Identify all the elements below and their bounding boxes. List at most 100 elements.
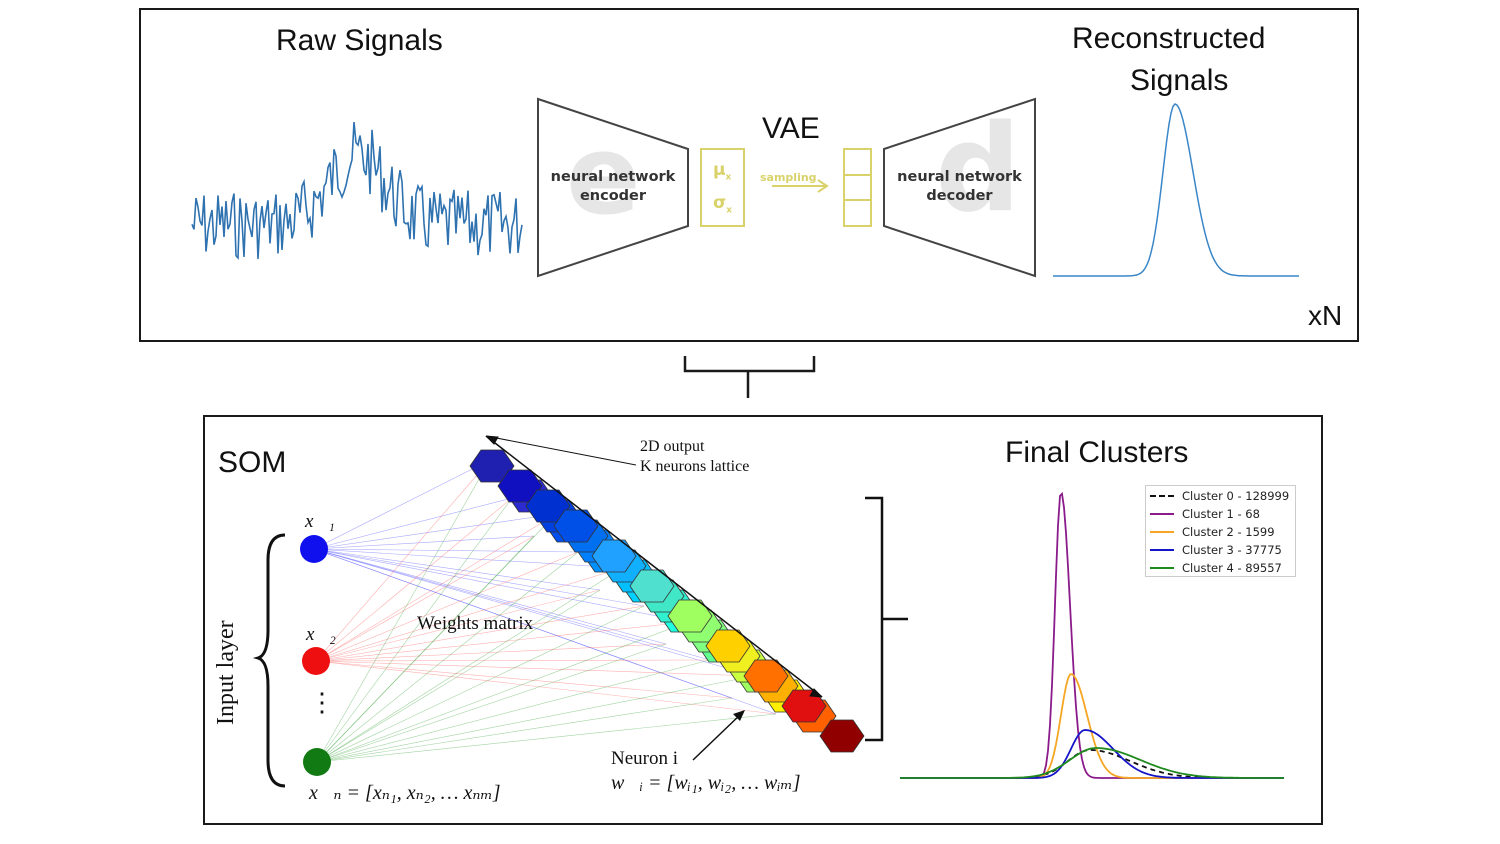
weight-connection-line (313, 459, 491, 550)
weight-connection-line (315, 535, 535, 662)
weight-connection-line (315, 497, 513, 662)
input-node-xn (303, 748, 331, 776)
decoder-label-line1: neural network (897, 169, 1022, 185)
neuron-label-line2: w⃗ᵢ = [wᵢ₁, wᵢ₂, … wᵢₘ] (611, 772, 801, 794)
weight-connection-line (313, 535, 535, 550)
lattice-neuron-hexagon (497, 469, 543, 503)
weight-connection-line (316, 513, 557, 763)
weight-connection-line (315, 589, 601, 662)
legend-entry-2: Cluster 2 - 1599 (1150, 523, 1275, 541)
lattice-neuron-hexagon (705, 629, 751, 663)
raw-signal-line (191, 122, 523, 260)
decoder-label-line2: decoder (926, 188, 993, 204)
legend-swatch-4 (1150, 567, 1174, 569)
weight-connection-line (316, 535, 535, 763)
weight-connection-line (316, 713, 777, 763)
weight-connection-line (315, 567, 623, 662)
weight-connection-line (313, 548, 689, 623)
sampling-label: sampling (760, 171, 817, 184)
cluster-curves (900, 491, 1284, 779)
sigma-label: σx (713, 193, 733, 216)
reconstructed-title-line1: Reconstructed (1072, 22, 1266, 55)
weights-matrix-label: Weights matrix (417, 613, 534, 634)
weight-connection-line (313, 548, 755, 677)
lattice-neuron-hexagon (525, 489, 571, 523)
lattice-neuron-hexagon (667, 599, 713, 633)
xn-label: x⃗ₙ = [xₙ₁, xₙ₂, … xₙₘ] (309, 782, 501, 804)
weight-connection-line (313, 548, 579, 553)
encoder-trapezoid (537, 97, 689, 278)
weight-connection-line (315, 660, 777, 715)
weight-connection-line (315, 459, 491, 662)
legend-entry-4: Cluster 4 - 89557 (1150, 559, 1282, 577)
clusters-brace (865, 496, 908, 742)
weight-connection-line (316, 459, 491, 763)
clusters-legend: Cluster 0 - 128999 Cluster 1 - 68 Cluste… (1145, 485, 1296, 577)
legend-entry-0: Cluster 0 - 128999 (1150, 487, 1289, 505)
weight-connection-line (316, 621, 689, 763)
weight-connection-line (316, 497, 513, 763)
input-node-x1 (300, 535, 328, 563)
som-title: SOM (218, 446, 287, 479)
lattice-neuron-hexagon (591, 539, 637, 573)
lattice-neuron-hexagon (743, 659, 789, 693)
lattice-neuron-hexagon (819, 719, 865, 753)
repeat-label: xN (1308, 300, 1343, 331)
x1-label: x⃗₁ (305, 511, 335, 532)
som-clusters-panel (203, 415, 1323, 825)
weight-connection-line (313, 548, 733, 699)
vae-panel (139, 8, 1359, 342)
weight-connection-line (313, 497, 513, 550)
weight-connection-line (313, 548, 601, 591)
legend-swatch-2 (1150, 531, 1174, 533)
weight-connection-line (315, 643, 667, 662)
mu-label: μx (713, 160, 732, 183)
output-label-line2: K neurons lattice (640, 458, 750, 475)
neuron-label-line1: Neuron i (611, 748, 679, 769)
weight-connection-line (315, 660, 733, 699)
weight-connection-line (313, 548, 777, 715)
reconstructed-title-line2: Signals (1130, 64, 1229, 97)
input-layer-brace (252, 533, 286, 788)
weight-connection-line (313, 513, 557, 550)
cluster-curve-0 (900, 749, 1284, 779)
weight-connection-line (315, 551, 579, 662)
lattice-neuron-hexagon (781, 689, 827, 723)
weight-connection-line (315, 513, 557, 662)
weight-connection-line (316, 659, 711, 763)
legend-entry-1: Cluster 1 - 68 (1150, 505, 1260, 523)
weight-connection-line (315, 621, 689, 662)
latent-vector-cell-3 (843, 199, 872, 227)
lattice-neuron-hexagon (629, 569, 675, 603)
weight-connection-line (315, 605, 645, 662)
weight-connection-line (315, 659, 711, 662)
encoder-watermark: e (566, 111, 641, 239)
vertical-dots: ⋮ (309, 688, 335, 717)
encoder-label-line2: encoder (579, 188, 647, 204)
legend-swatch-0 (1150, 495, 1174, 497)
weight-connection-lines (313, 459, 777, 763)
encoder-label-line1: neural network (550, 169, 676, 185)
decoder-watermark: d (935, 100, 1021, 239)
weight-connection-line (316, 551, 579, 763)
reconstructed-signal-line (1053, 103, 1299, 277)
output-label-line1: 2D output (640, 438, 705, 455)
lattice-extent-arrow (485, 435, 823, 698)
weight-connection-line (313, 548, 711, 661)
weight-connection-line (316, 605, 645, 763)
connector-brace (683, 356, 816, 398)
neuron-pointer-arrow (692, 712, 743, 761)
final-clusters-title: Final Clusters (1005, 436, 1189, 469)
weight-connection-line (316, 675, 755, 763)
weight-connection-line (313, 548, 623, 569)
weight-connection-line (316, 643, 667, 763)
som-hexagon-lattice (469, 449, 865, 753)
weight-connection-line (313, 548, 667, 645)
weight-connection-line (316, 567, 623, 763)
weight-connection-line (316, 589, 601, 763)
cluster-curve-4 (900, 747, 1284, 779)
input-layer-label: Input layer (213, 620, 239, 725)
raw-signals-title: Raw Signals (276, 24, 443, 57)
